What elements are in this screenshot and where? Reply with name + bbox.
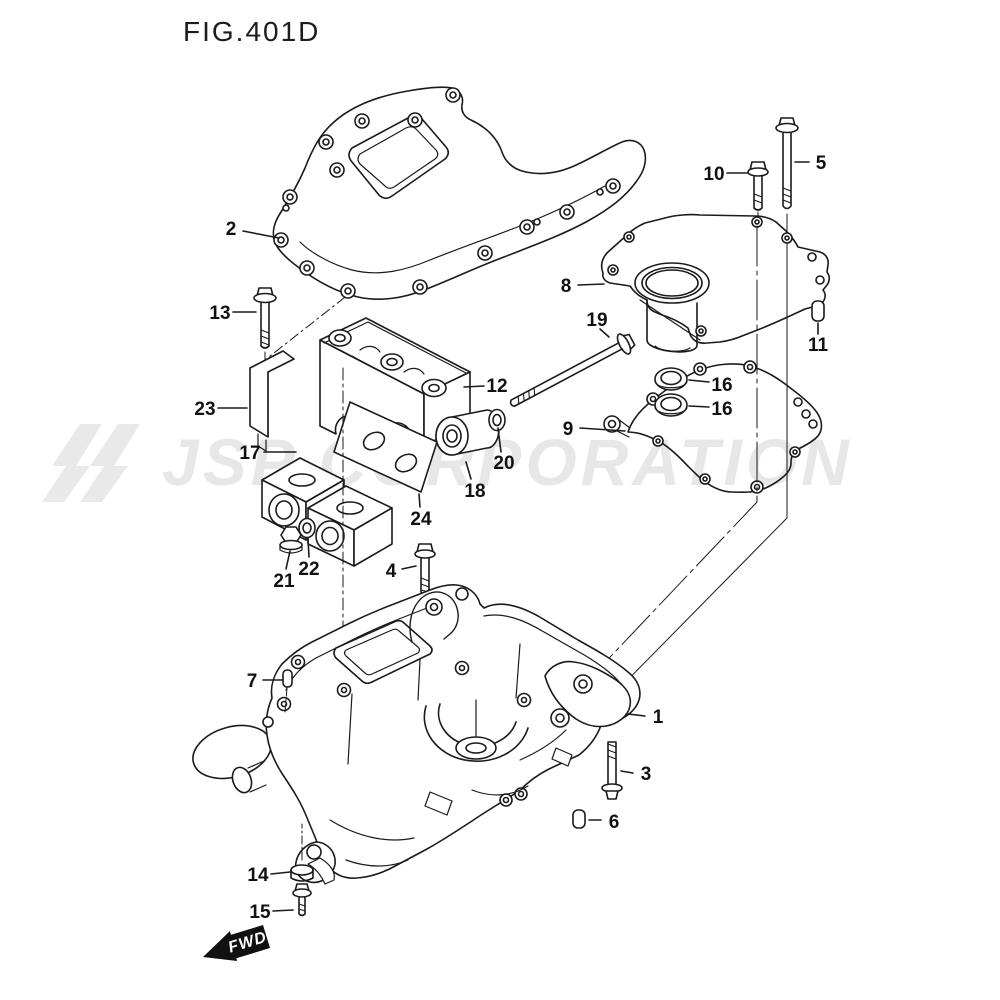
part-21-nut	[279, 526, 303, 554]
body-left-boss	[231, 766, 253, 794]
part-16-seal-lower	[654, 393, 688, 417]
part-14-anode	[290, 823, 336, 885]
leader-line-12	[463, 385, 485, 388]
leader-line-20	[497, 427, 502, 453]
part-15-bolt	[292, 883, 312, 917]
part-13-bolt	[253, 287, 277, 349]
part-number-4: 4	[386, 561, 397, 582]
part-number-23: 23	[194, 399, 215, 420]
part-number-17: 17	[239, 443, 260, 464]
bolt-10-alignment-line	[576, 225, 758, 693]
leader-line-21	[285, 550, 291, 570]
fwd-arrow: FWD	[203, 925, 270, 961]
leader-line-16	[688, 405, 710, 408]
leader-line-4	[401, 565, 417, 570]
part-number-20: 20	[493, 453, 514, 474]
gasket-bolt-holes	[273, 87, 621, 299]
body-tower	[409, 591, 459, 643]
part-number-14: 14	[247, 865, 269, 886]
leader-line-18	[465, 461, 472, 480]
part-10-bolt	[747, 161, 769, 220]
leader-line-1	[627, 713, 646, 717]
part-number-19: 19	[586, 310, 607, 331]
leader-line-15	[272, 909, 294, 912]
part-number-10: 10	[703, 164, 724, 185]
part-7-pin	[282, 669, 293, 713]
leader-line-14	[270, 871, 291, 875]
part-number-18: 18	[464, 481, 485, 502]
part-18-bushing	[435, 409, 500, 456]
part-4-bolt	[414, 543, 436, 595]
part-number-3: 3	[641, 764, 652, 785]
part-number-16: 16	[711, 399, 732, 420]
part-number-8: 8	[561, 276, 572, 297]
part-22-washer	[298, 517, 316, 539]
part-number-16: 16	[711, 375, 732, 396]
leader-line-24	[418, 493, 421, 508]
part-3-bolt	[601, 741, 623, 800]
part-number-9: 9	[563, 419, 574, 440]
leader-line-3	[620, 770, 634, 774]
part-2-gasket	[272, 86, 647, 300]
part-5-bolt	[775, 117, 799, 232]
part-1-engine-holder	[192, 583, 641, 879]
leader-line-16	[688, 379, 710, 383]
bolt-5-alignment-line	[600, 242, 788, 708]
part-number-5: 5	[816, 153, 827, 174]
part-number-24: 24	[410, 509, 432, 530]
part-number-15: 15	[249, 902, 271, 923]
leader-line-8	[577, 283, 605, 286]
part-number-7: 7	[247, 671, 258, 692]
part-8-cover	[600, 213, 831, 353]
part-24-plate	[333, 401, 438, 493]
part-number-2: 2	[226, 219, 237, 240]
part-16-seal-upper	[654, 367, 688, 391]
part-17-mount	[261, 457, 393, 567]
leader-line-2	[242, 230, 280, 239]
part-number-21: 21	[273, 571, 295, 592]
part-number-1: 1	[653, 707, 664, 728]
part-6-plug	[572, 809, 586, 829]
part-number-22: 22	[298, 559, 319, 580]
part-19-bolt	[509, 333, 636, 408]
part-number-11: 11	[808, 335, 829, 356]
part-11-pin	[811, 300, 825, 322]
part-20-washer	[488, 408, 506, 432]
part-number-13: 13	[209, 303, 230, 324]
part-23-bracket	[249, 350, 295, 452]
part-number-12: 12	[486, 376, 507, 397]
part-number-6: 6	[609, 812, 620, 833]
body-right-arm	[544, 660, 632, 728]
leader-line-22	[307, 538, 310, 558]
leader-line-9	[579, 427, 626, 432]
leader-line-19	[599, 328, 610, 338]
figure-title: FIG.401D	[183, 16, 321, 47]
